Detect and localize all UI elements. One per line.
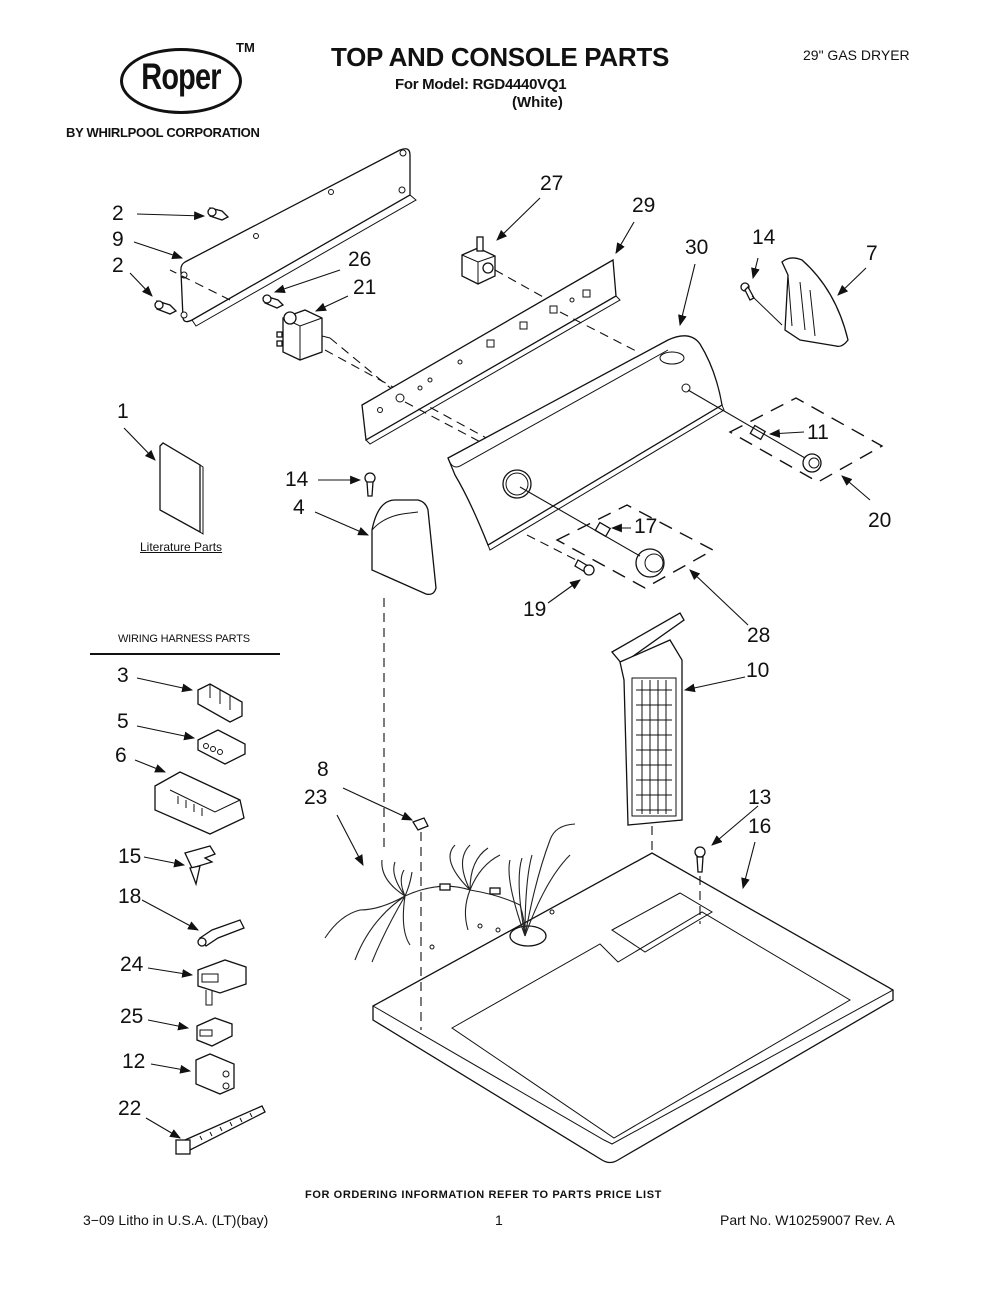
part-10-lint-screen (611, 612, 685, 826)
brand-logo: Roper (141, 56, 221, 97)
part-14-screw-left (364, 472, 376, 497)
part-30-console (447, 335, 725, 551)
callout-21-switch: 21 (353, 276, 377, 299)
literature-parts-label: Literature Parts (140, 540, 223, 554)
part-2-screw-lower (154, 300, 178, 315)
callout-7-end-cap: 7 (866, 242, 878, 265)
part-7-end-cap (781, 257, 849, 348)
callout-2-lower-screw: 2 (112, 254, 124, 277)
part-6-connector-housing (154, 771, 245, 835)
callout-14-screw-upper: 14 (752, 226, 776, 249)
part-27-switch (461, 236, 496, 285)
part-14-screw-upper (740, 282, 755, 301)
page-number: 1 (495, 1212, 503, 1228)
part-19-screw (574, 559, 595, 576)
part-24-connector (197, 959, 247, 1006)
product-type: 29" GAS DRYER (803, 47, 910, 63)
part-number: Part No. W10259007 Rev. A (720, 1212, 895, 1228)
part-13-screw (694, 846, 706, 873)
model-number: For Model: RGD4440VQ1 (395, 76, 567, 93)
callout-8-clip: 8 (317, 758, 329, 781)
callout-19-screw: 19 (523, 598, 547, 621)
part-3-connector (197, 683, 243, 723)
part-1-literature (159, 442, 204, 535)
section-divider (90, 653, 280, 655)
litho-info: 3−09 Litho in U.S.A. (LT)(bay) (83, 1212, 269, 1228)
callout-12-connector: 12 (122, 1050, 146, 1073)
part-8-clip (412, 817, 429, 831)
callout-30-console: 30 (685, 236, 709, 259)
callout-15-clip: 15 (118, 845, 142, 868)
callout-17-spacer: 17 (634, 515, 658, 538)
part-12-connector (195, 1053, 235, 1095)
callout-24-connector: 24 (120, 953, 144, 976)
leader-lines (123, 197, 871, 1139)
callout-1-literature: 1 (117, 400, 129, 423)
part-2-screw-upper (207, 207, 230, 221)
callout-27-switch: 27 (540, 172, 564, 195)
callout-25-connector: 25 (120, 1005, 144, 1028)
part-20-knob (802, 453, 822, 473)
part-22-cable-tie (175, 1105, 266, 1155)
part-15-clip (184, 845, 216, 887)
part-4-end-cap (371, 499, 437, 596)
part-5-connector (197, 729, 246, 765)
part-23-wiring-harness (324, 823, 576, 963)
callout-22-cable-tie: 22 (118, 1097, 142, 1120)
callout-23-wiring-harness: 23 (304, 786, 328, 809)
callout-14-screw-left: 14 (285, 468, 309, 491)
callout-18-terminal: 18 (118, 885, 142, 908)
part-16-top-panel (372, 852, 894, 1164)
callout-10-lint-screen: 10 (746, 659, 770, 682)
part-28-knob (635, 548, 665, 578)
part-21-switch (276, 309, 331, 361)
callout-9-bracket: 9 (112, 228, 124, 251)
callout-5-connector: 5 (117, 710, 129, 733)
callout-26-screw: 26 (348, 248, 372, 271)
part-25-connector (196, 1017, 233, 1047)
model-color: (White) (512, 94, 563, 111)
callout-28-knob: 28 (747, 624, 771, 647)
page-title: TOP AND CONSOLE PARTS (331, 42, 669, 72)
callout-6-connector-housing: 6 (115, 744, 127, 767)
callout-20-knob: 20 (868, 509, 892, 532)
callout-3-connector: 3 (117, 664, 129, 687)
callout-29-control-bracket: 29 (632, 194, 656, 217)
trademark-mark: TM (236, 40, 255, 55)
part-26-screw (262, 294, 285, 309)
wiring-harness-section-title: WIRING HARNESS PARTS (118, 633, 250, 645)
corporation-label: BY WHIRLPOOL CORPORATION (66, 125, 260, 140)
part-18-terminal (197, 919, 245, 947)
part-9-bracket (180, 148, 417, 327)
callout-4-end-cap: 4 (293, 496, 305, 519)
part-29-control-bracket (361, 258, 621, 445)
callout-2-upper-screw: 2 (112, 202, 124, 225)
callout-16-top-panel: 16 (748, 815, 772, 838)
ordering-note: FOR ORDERING INFORMATION REFER TO PARTS … (305, 1189, 662, 1201)
brand-logo-oval (120, 48, 242, 114)
callout-11-spacer: 11 (807, 421, 829, 444)
callout-13-screw: 13 (748, 786, 772, 809)
